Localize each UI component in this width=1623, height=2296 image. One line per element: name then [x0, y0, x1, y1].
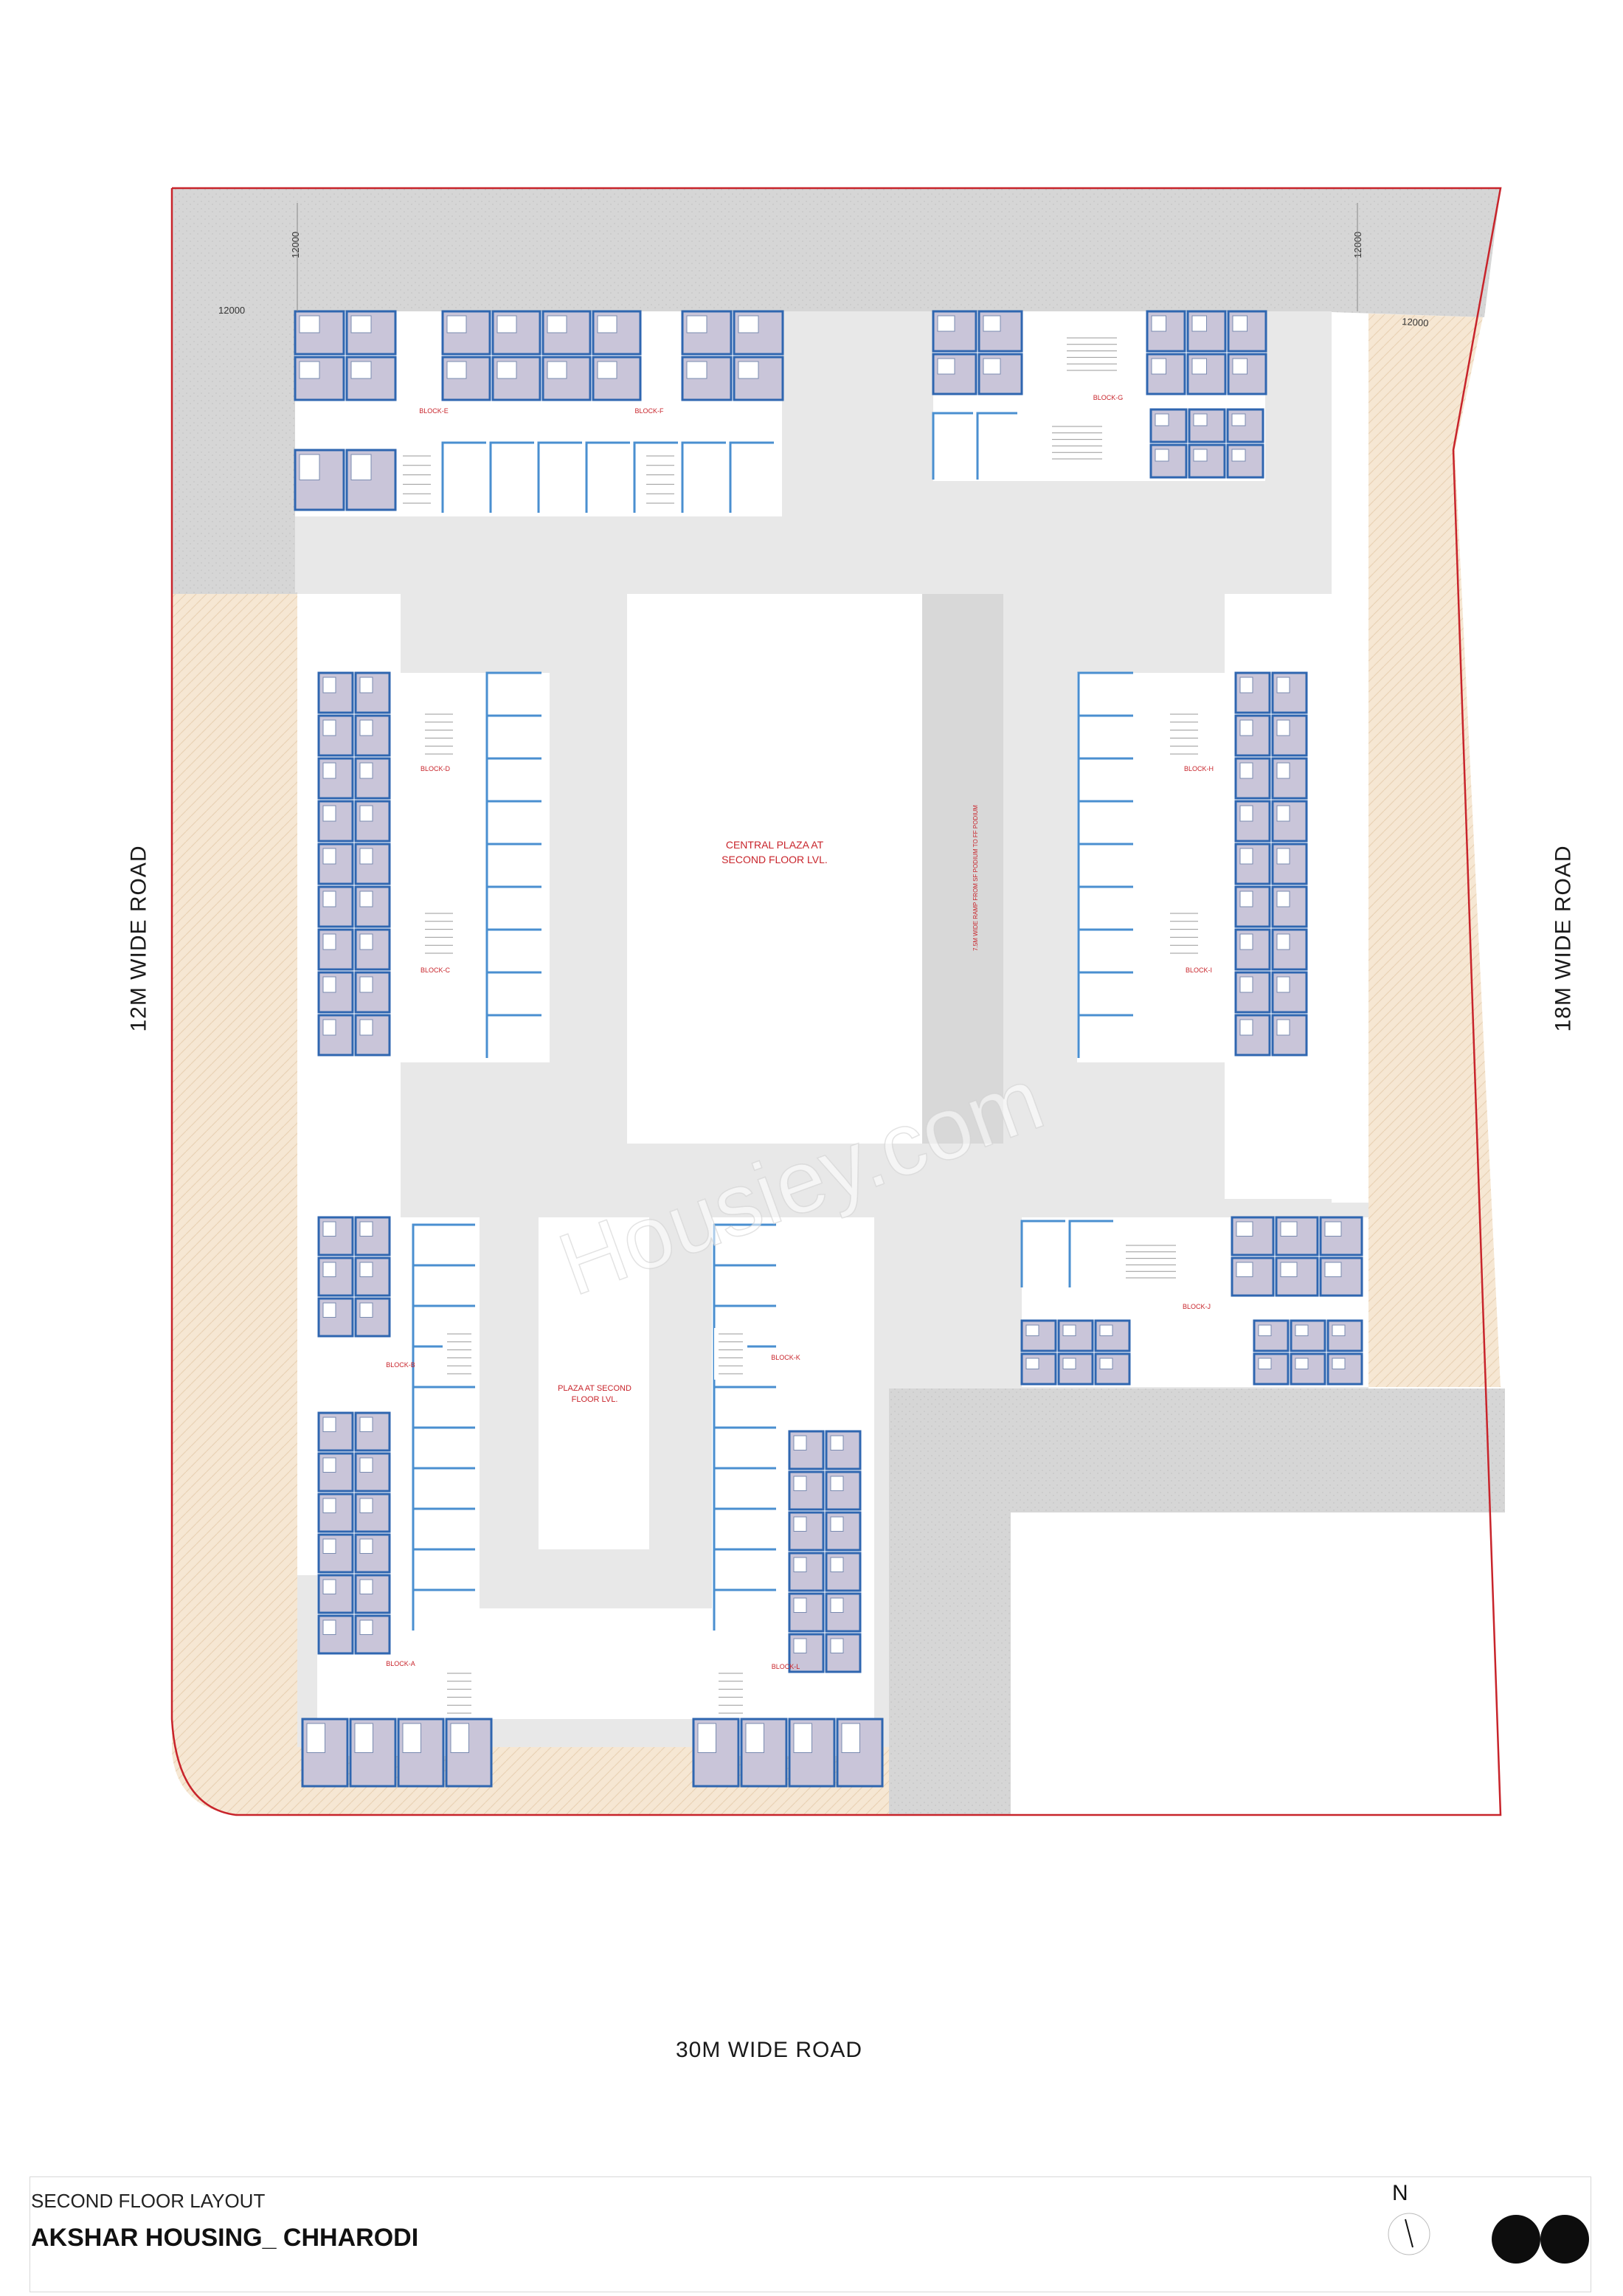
block-l-label: BLOCK-L: [772, 1663, 800, 1670]
dimension-top-left: 12000: [290, 232, 301, 258]
block-d-stair: [421, 708, 457, 760]
block-a-stair: [443, 1667, 476, 1719]
block-g-units-a: [932, 310, 1023, 395]
block-a-units-bottom: [301, 1718, 493, 1788]
block-g-units-c: [1149, 408, 1264, 479]
left-road-strip: [172, 188, 297, 594]
ramp: [922, 594, 1003, 1144]
second-plaza-label-line2: FLOOR LVL.: [572, 1395, 618, 1404]
ramp-note: 7.5M WIDE RAMP FROM SF PODIUM TO FF PODI…: [972, 805, 979, 951]
block-h-stair: [1166, 708, 1202, 760]
block-i-label: BLOCK-I: [1186, 967, 1212, 974]
block-f-label: BLOCK-F: [634, 407, 664, 415]
block-ba-units: [317, 1411, 391, 1655]
central-plaza-label-line1: CENTRAL PLAZA AT: [726, 839, 824, 851]
right-setback: [1368, 314, 1501, 1387]
block-hi-rooms: [1077, 671, 1133, 1058]
block-e-units-a: [294, 310, 397, 401]
block-j-label: BLOCK-J: [1183, 1303, 1211, 1310]
block-l-stair: [714, 1667, 747, 1719]
block-e-stair: [398, 450, 435, 509]
north-letter: N: [1392, 2181, 1408, 2205]
block-b-stair: [443, 1328, 476, 1380]
project-title: AKSHAR HOUSING_ CHHARODI: [31, 2224, 419, 2252]
top-road-strip: [172, 188, 1501, 317]
block-ba-rooms: [412, 1223, 475, 1631]
block-j-rooms: [1020, 1220, 1113, 1287]
block-g-label: BLOCK-G: [1093, 394, 1124, 401]
block-ef-rooms: [441, 441, 774, 513]
residential-blocks: BLOCK-E BLOCK-F BLOCK-G BLOCK-D BLOCK-C BLOCK…: [294, 310, 1368, 1788]
block-d-label: BLOCK-D: [421, 765, 451, 772]
central-plaza-label-line2: SECOND FLOOR LVL.: [721, 854, 828, 865]
block-j-units-a: [1020, 1319, 1131, 1386]
block-ef-units: [441, 310, 642, 401]
block-b-units-a: [317, 1216, 391, 1338]
block-dc-units: [317, 671, 391, 1057]
second-plaza: [539, 1217, 649, 1549]
block-a-label: BLOCK-A: [386, 1660, 415, 1667]
block-g-rooms: [932, 412, 1017, 480]
drawing-title: SECOND FLOOR LAYOUT: [31, 2190, 266, 2212]
site-boundary: [170, 187, 1502, 1816]
block-b-label: BLOCK-B: [386, 1361, 415, 1369]
north-arrow-icon: [1388, 2213, 1430, 2255]
block-c-stair: [421, 907, 457, 959]
block-g-stair-2: [1062, 332, 1121, 376]
title-block: [30, 2176, 1591, 2292]
block-l-units-bottom: [692, 1718, 884, 1788]
block-dc-rooms: [485, 671, 541, 1058]
block-k-label: BLOCK-K: [771, 1354, 800, 1361]
logo-left-circle-icon: [1492, 2215, 1540, 2264]
block-j-stair: [1121, 1239, 1180, 1284]
right-road-label: 18M WIDE ROAD: [1551, 845, 1576, 1032]
central-plaza: [627, 594, 922, 1144]
bottom-right-road-strip: [889, 1389, 1505, 1815]
block-h-label: BLOCK-H: [1184, 765, 1214, 772]
block-j-units-c: [1253, 1319, 1363, 1386]
bottom-left-setback: [172, 1719, 889, 1815]
dimension-right-top: 12000: [1402, 316, 1429, 328]
block-kl-rooms: [713, 1223, 776, 1631]
block-k-stair: [714, 1328, 747, 1380]
lower-right-plot: [1012, 1514, 1514, 1813]
block-e-label: BLOCK-E: [419, 407, 449, 415]
logo-right-circle-icon: [1540, 2215, 1589, 2264]
left-road-label: 12M WIDE ROAD: [126, 845, 151, 1032]
block-j-units-b: [1231, 1216, 1363, 1297]
block-g-units-b: [1146, 310, 1267, 395]
block-g-stair: [1048, 421, 1107, 465]
block-e-units-b: [294, 449, 397, 511]
block-c-label: BLOCK-C: [421, 967, 451, 974]
block-f-stair: [642, 450, 679, 509]
block-kl-units: [788, 1430, 862, 1673]
left-setback: [172, 592, 297, 1747]
second-plaza-label-line1: PLAZA AT SECOND: [558, 1384, 631, 1393]
block-hi-units: [1234, 671, 1308, 1057]
block-f-units: [681, 310, 784, 401]
block-i-stair: [1166, 907, 1202, 959]
bottom-road-label: 30M WIDE ROAD: [676, 2038, 863, 2062]
dimension-left-top: 12000: [218, 305, 245, 316]
